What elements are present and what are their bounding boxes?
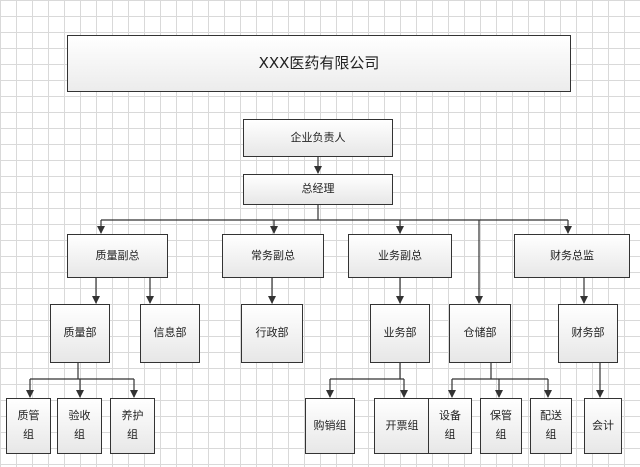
company-title: XXX医药有限公司 <box>258 53 380 72</box>
node-finance-dept: 财务部 <box>558 304 618 363</box>
node-delivery-group: 配送组 <box>530 398 572 454</box>
node-quality-mgmt-group-label: 质管组 <box>17 409 40 441</box>
node-warehouse-dept: 仓储部 <box>449 304 511 363</box>
node-admin-vp: 常务副总 <box>222 234 324 278</box>
node-admin-dept: 行政部 <box>241 304 303 363</box>
node-ceo-label: 企业负责人 <box>290 130 346 144</box>
node-storage-group-label: 保管组 <box>490 409 512 441</box>
node-finance-dept-label: 财务部 <box>571 326 605 340</box>
node-info-dept: 信息部 <box>140 304 200 363</box>
node-acceptance-group: 验收组 <box>57 398 102 454</box>
node-admin-dept-label: 行政部 <box>255 326 289 340</box>
node-purchase-sales-group: 购销组 <box>305 398 355 454</box>
node-admin-vp-label: 常务副总 <box>251 248 295 262</box>
node-gm: 总经理 <box>243 174 393 205</box>
node-warehouse-dept-label: 仓储部 <box>463 326 497 340</box>
node-quality-dept: 质量部 <box>50 304 110 363</box>
node-storage-group: 保管组 <box>480 398 522 454</box>
node-quality-vp-label: 质量副总 <box>95 248 140 262</box>
node-maintenance-group-label: 养护组 <box>121 409 144 441</box>
node-quality-vp: 质量副总 <box>67 234 168 278</box>
node-business-dept-label: 业务部 <box>383 326 417 340</box>
node-business-vp-label: 业务副总 <box>378 248 422 262</box>
node-quality-dept-label: 质量部 <box>63 326 97 340</box>
node-info-dept-label: 信息部 <box>153 326 187 340</box>
node-acceptance-group-label: 验收组 <box>68 409 91 441</box>
node-delivery-group-label: 配送组 <box>540 409 562 441</box>
node-gm-label: 总经理 <box>301 182 335 196</box>
node-equipment-group-label: 设备组 <box>439 409 461 441</box>
node-maintenance-group: 养护组 <box>110 398 155 454</box>
node-finance-director: 财务总监 <box>514 234 630 278</box>
node-business-vp: 业务副总 <box>348 234 452 278</box>
node-invoice-group: 开票组 <box>374 398 430 454</box>
node-business-dept: 业务部 <box>370 304 430 363</box>
node-quality-mgmt-group: 质管组 <box>6 398 51 454</box>
node-accounting: 会计 <box>584 398 622 454</box>
node-accounting-label: 会计 <box>592 418 614 432</box>
node-purchase-sales-group-label: 购销组 <box>313 418 347 432</box>
company-title-box: XXX医药有限公司 <box>67 35 571 92</box>
node-finance-director-label: 财务总监 <box>550 248 594 262</box>
node-invoice-group-label: 开票组 <box>385 418 419 432</box>
node-ceo: 企业负责人 <box>243 119 393 157</box>
node-equipment-group: 设备组 <box>428 398 472 454</box>
